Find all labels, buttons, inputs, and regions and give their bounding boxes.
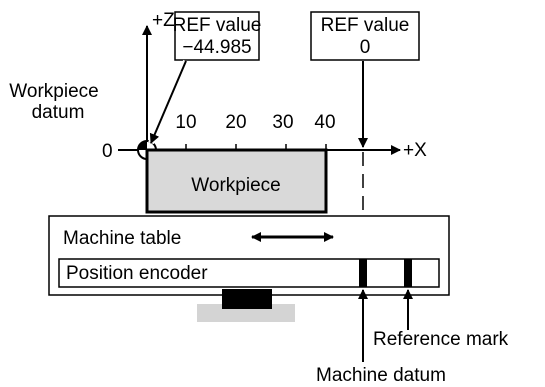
position-encoder-label: Position encoder (66, 263, 208, 284)
z-axis-label: +Z (152, 10, 175, 31)
x-tick-label: 30 (272, 112, 293, 133)
ref-value-box-2-line2: 0 (360, 37, 371, 58)
workpiece (145, 148, 328, 214)
encoder-read-head (222, 289, 272, 309)
ref-value-box-1-line1: REF value (173, 15, 262, 36)
workpiece-datum-label-line1: Workpiece (9, 81, 98, 102)
ref-pointer-1 (149, 60, 187, 144)
reference-mark (404, 259, 412, 287)
workpiece-datum-label-line2: datum (32, 102, 85, 123)
x-tick-label: 10 (175, 112, 196, 133)
machine-datum-mark (359, 259, 367, 287)
workpiece-label: Workpiece (191, 175, 280, 196)
machine-table-label: Machine table (63, 228, 181, 249)
ref-value-box-1-line2: −44.985 (182, 37, 251, 58)
ref-value-box-2-line1: REF value (321, 15, 410, 36)
x-axis-label: +X (403, 140, 427, 161)
machine-datum-label: Machine datum (316, 365, 446, 386)
ref-value-box-2 (310, 11, 420, 61)
origin-label: 0 (102, 141, 113, 162)
x-tick-label: 20 (225, 112, 246, 133)
reference-mark-label: Reference mark (373, 329, 509, 350)
x-tick-label: 40 (314, 112, 335, 133)
position-encoder (58, 258, 440, 288)
ref-value-box-1 (174, 11, 260, 61)
